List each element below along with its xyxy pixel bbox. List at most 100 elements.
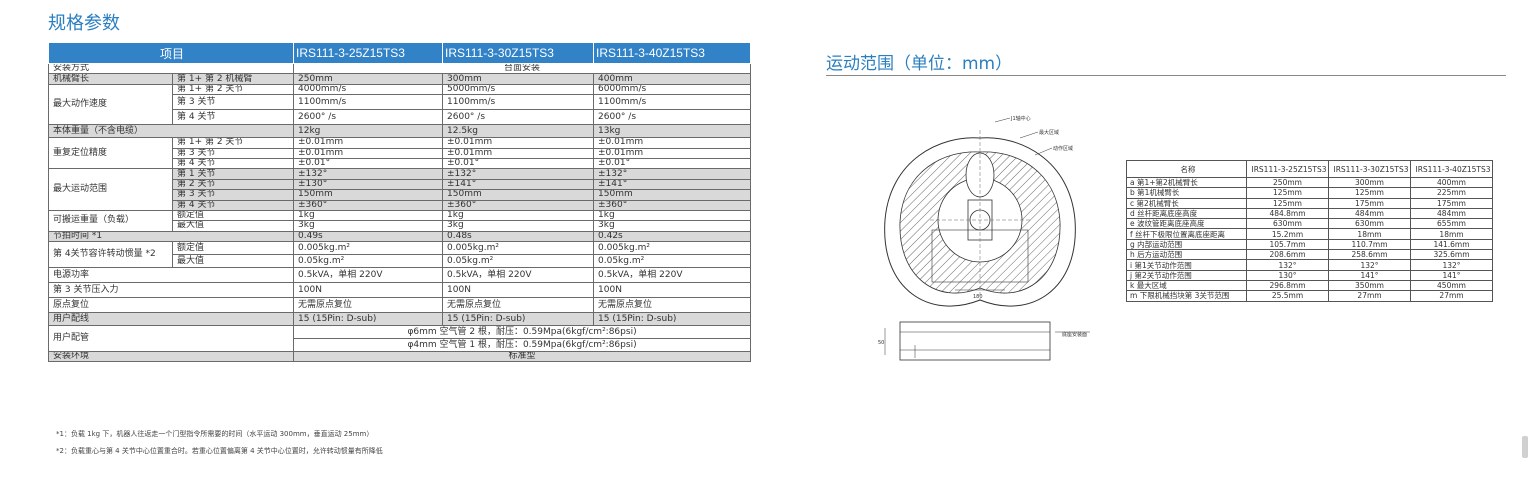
power-v2: 0.5kVA，单相 220V: [442, 267, 595, 284]
range-row-v3: 27mm: [1410, 290, 1493, 302]
range-row-v1: 105.7mm: [1246, 238, 1329, 251]
repeat-v1: ±0.01mm: [293, 147, 444, 159]
label-base-surface: 底座安装面: [1062, 331, 1087, 338]
range-row-v2: 110.7mm: [1328, 238, 1411, 251]
range-v2: 150mm: [442, 189, 595, 201]
range-v3: ±360°: [593, 199, 752, 211]
origin-v1: 无需原点复位: [293, 297, 444, 314]
row-weight: 本体重量（不含电缆） 12kg 12.5kg 13kg: [47, 124, 752, 139]
range-v1: ±360°: [293, 199, 444, 211]
range-row-name: i 第1关节动作范围: [1126, 259, 1247, 271]
inertia-v2: 0.005kg.m²: [442, 241, 595, 256]
row-press: 第 3 关节压入力 100N 100N 100N: [47, 282, 752, 299]
range-row-v3: 400mm: [1410, 176, 1493, 189]
repeat-v2: ±0.01mm: [442, 147, 595, 159]
range-v2: ±360°: [442, 199, 595, 211]
range-label: 最大运动范围: [48, 168, 173, 211]
speed-v3: 2600° /s: [593, 109, 752, 126]
row-piping-1: 用户配管 φ6mm 空气管 2 根，耐压：0.59Mpa(6kgf/cm²:86…: [47, 325, 752, 353]
payload-v2: 3kg: [442, 220, 595, 232]
range-row-v1: 130°: [1246, 269, 1329, 281]
piping-line2: φ4mm 空气管 1 根，耐压：0.59Mpa(6kgf/cm²:86psi): [293, 338, 752, 353]
env-label: 安装环境: [47, 351, 295, 363]
repeat-v3: ±0.01°: [593, 157, 752, 170]
row-origin: 原点复位 无需原点复位 无需原点复位 无需原点复位: [47, 297, 752, 314]
range-row-v2: 300mm: [1328, 176, 1411, 189]
row-range-2: 第 2 关节 ±130° ±141° ±141°: [49, 178, 752, 191]
power-v1: 0.5kVA，单相 220V: [293, 267, 444, 284]
inertia-sub: 最大值: [171, 254, 295, 269]
repeat-v1: ±0.01°: [293, 157, 444, 170]
range-row-v1: 630mm: [1246, 218, 1329, 230]
header-model-30: IRS111-3-30Z15TS3: [442, 42, 595, 64]
repeat-sub: 第 4 关节: [171, 157, 295, 170]
title-divider: [826, 75, 1506, 76]
range-row-name: a 第1+第2机械臂长: [1126, 176, 1247, 189]
row-repeat-1: 重复定位精度 第 1+ 第 2 关节 ±0.01mm ±0.01mm ±0.01…: [48, 137, 752, 170]
label-dim-height: 50: [878, 340, 884, 346]
payload-label: 可搬运重量（负载）: [48, 209, 173, 232]
inertia-v1: 0.05kg.m²: [293, 254, 444, 269]
cycle-v1: 0.49s: [293, 230, 444, 243]
speed-v2: 1100mm/s: [442, 94, 595, 111]
leader-center: [994, 117, 1011, 123]
inertia-v1: 0.005kg.m²: [293, 241, 444, 256]
weight-v3: 13kg: [593, 124, 752, 139]
arm-v3: 400mm: [593, 73, 752, 85]
range-header-40: IRS111-3-40Z15TS3: [1410, 160, 1493, 178]
range-row-name: m 下限机械挡块第 3关节范围: [1126, 290, 1247, 302]
inertia-v3: 0.05kg.m²: [593, 254, 752, 269]
range-row-v2: 141°: [1328, 269, 1411, 281]
range-sub: 第 3 关节: [171, 189, 295, 201]
speed-v2: 2600° /s: [442, 109, 595, 126]
arm-v1: 250mm: [293, 73, 444, 85]
speed-v3: 6000mm/s: [593, 83, 752, 96]
scrollbar-thumb[interactable]: [1522, 436, 1528, 458]
repeat-sub: 第 1+ 第 2 关节: [171, 137, 295, 149]
wiring-v2: 15 (15Pin: D-sub): [442, 312, 595, 327]
payload-sub: 最大值: [171, 220, 295, 232]
range-header-name: 名称: [1126, 160, 1247, 178]
range-row-name: c 第2机械臂长: [1126, 197, 1247, 209]
row-power: 电源功率 0.5kVA，单相 220V 0.5kVA，单相 220V 0.5kV…: [47, 267, 752, 284]
footnote-2: *2：负载重心与第 4 关节中心位置重合时。若重心位置偏离第 4 关节中心位置时…: [56, 447, 383, 455]
range-row-v3: 325.6mm: [1410, 249, 1493, 261]
range-v2: ±141°: [442, 178, 595, 191]
range-header-25: IRS111-3-25Z15TS3: [1246, 160, 1329, 178]
range-row-v1: 15.2mm: [1246, 228, 1329, 240]
label-center: J1轴中心: [1010, 115, 1031, 122]
row-range-1: 最大运动范围 第 1 关节 ±132° ±132° ±132°: [48, 168, 752, 211]
range-row-v3: 18mm: [1410, 228, 1493, 240]
speed-v2: 5000mm/s: [442, 83, 595, 96]
leader-work: [1034, 147, 1053, 156]
row-payload-1: 可搬运重量（负载） 额定值 1kg 1kg 1kg: [48, 209, 752, 232]
speed-v1: 1100mm/s: [293, 94, 444, 111]
leader-max: [1019, 131, 1039, 139]
range-row-v2: 484mm: [1328, 207, 1411, 220]
range-row-name: d 丝杆距离底座高度: [1126, 207, 1247, 220]
work-area-shape: [884, 130, 1076, 307]
range-sub: 第 1 关节: [171, 168, 295, 180]
speed-v1: 4000mm/s: [293, 83, 444, 96]
mount-value: 台面安装: [293, 62, 752, 75]
range-row-v2: 27mm: [1328, 290, 1411, 302]
range-row-v3: 450mm: [1410, 279, 1493, 292]
inertia-v2: 0.05kg.m²: [442, 254, 595, 269]
cycle-label: 节拍时间 *1: [47, 230, 295, 243]
spec-table: 项目 IRS111-3-25Z15TS3 IRS111-3-30Z15TS3 I…: [47, 42, 752, 363]
row-inertia-1: 第 4关节容许转动惯量 *2 额定值 0.005kg.m² 0.005kg.m²…: [48, 241, 752, 269]
payload-v1: 1kg: [293, 209, 444, 222]
range-row-v2: 258.6mm: [1328, 249, 1411, 261]
range-row-v3: 484mm: [1410, 207, 1493, 220]
weight-label: 本体重量（不含电缆）: [47, 124, 295, 139]
repeat-label: 重复定位精度: [48, 137, 173, 170]
wiring-v3: 15 (15Pin: D-sub): [593, 312, 752, 327]
range-v1: 150mm: [293, 189, 444, 201]
inertia-sub: 额定值: [171, 241, 295, 256]
arm-v2: 300mm: [442, 73, 595, 85]
label-dim-180: 180: [973, 294, 983, 300]
side-view: [884, 321, 1090, 361]
